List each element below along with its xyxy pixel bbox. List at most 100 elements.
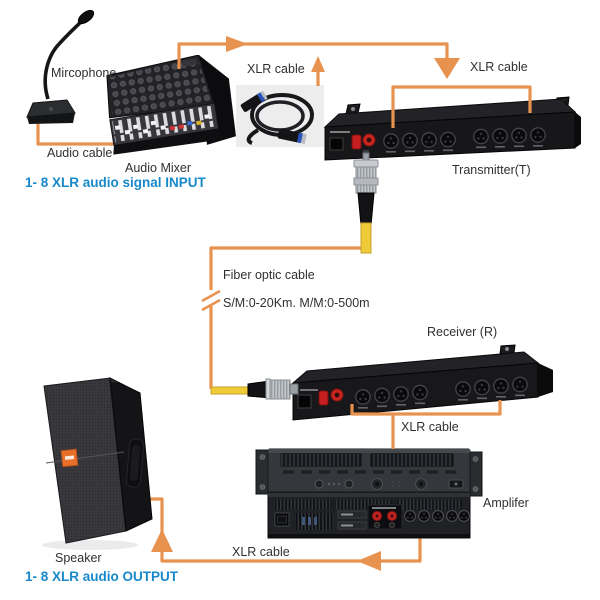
mixer-to-transmitter-line	[177, 42, 449, 69]
power-inlet-core	[277, 515, 287, 524]
connector-blue	[302, 517, 305, 525]
fiber-cable-yellow	[360, 222, 372, 254]
label-plate-text	[341, 513, 353, 516]
microphone-image	[26, 9, 95, 124]
amp-knob	[314, 479, 324, 489]
connector-knurl	[270, 380, 290, 399]
fiber-break-ticks	[201, 289, 221, 312]
microphone-label: Mircophone	[51, 66, 117, 80]
speaker-side-handle-inner	[129, 445, 141, 481]
amp-led	[398, 485, 400, 487]
input-note: 1- 8 XLR audio signal INPUT	[25, 175, 206, 190]
amp-led	[332, 482, 336, 486]
audio-mixer-label: Audio Mixer	[125, 161, 191, 175]
binding-post-black	[388, 521, 396, 529]
rack-screw	[472, 486, 479, 492]
ferrule	[289, 383, 299, 395]
mixer-front-edge	[113, 128, 223, 155]
xlr-cable-label-amp-speaker: XLR cable	[232, 545, 290, 559]
rack-ear-hole	[351, 107, 355, 111]
power-switch	[318, 390, 329, 406]
amp-rear-bottom-band	[268, 534, 470, 538]
arrow-down-into-transmitter	[434, 58, 460, 79]
xlr-cable-label-transmitter: XLR cable	[470, 60, 528, 74]
amplifier-label: Amplifer	[483, 496, 529, 510]
speaker-seam-line	[45, 451, 125, 464]
xlr-connector-a	[240, 90, 268, 112]
fiber-optic-line	[209, 246, 366, 290]
arrow-up-xlr-photo	[311, 56, 325, 72]
receiver-side-face	[538, 363, 553, 397]
xlr-connector-b	[277, 128, 307, 144]
rack-screw	[472, 456, 479, 462]
transmitter-side-face	[575, 112, 581, 148]
connector-nut	[353, 177, 379, 186]
mixer-fader-caps	[114, 114, 210, 135]
binding-post-hole	[390, 514, 394, 518]
panel-print	[300, 389, 318, 391]
arrow-right-on-top-line	[226, 36, 248, 52]
power-button-dot	[454, 482, 458, 486]
mic-base-front	[27, 113, 75, 124]
xlr-cable-label-photo: XLR cable	[247, 62, 305, 76]
amp-led	[392, 485, 394, 487]
vent-grille-bars	[371, 454, 453, 466]
transmitter-input-bracket	[391, 85, 532, 128]
ferrule-tip	[363, 150, 369, 154]
mic-capsule	[77, 9, 95, 25]
power-switch	[351, 134, 362, 150]
binding-post-marks	[372, 507, 396, 509]
fiber-port-core	[334, 392, 340, 398]
amplifier-front-image	[255, 448, 483, 497]
amp-button-dot	[419, 482, 423, 486]
power-inlet	[329, 137, 344, 151]
receiver-image	[291, 344, 553, 421]
label-plate-text	[341, 524, 353, 527]
amp-to-speaker-line	[146, 497, 422, 563]
transmitter-label: Transmitter(T)	[452, 163, 531, 177]
mixer-knob-grid	[109, 57, 212, 116]
speaker-front-edge	[109, 377, 127, 532]
speaker-image	[42, 377, 153, 550]
audio-cable-label: Audio cable	[47, 146, 113, 160]
fiber-spec-label: S/M:0-20Km. M/M:0-500m	[223, 296, 370, 310]
vent-break	[330, 499, 336, 510]
audio-cable-line	[36, 120, 122, 146]
connector-blue	[308, 517, 311, 525]
amp-front-top-band	[268, 449, 470, 453]
arrow-up-into-speaker	[151, 529, 173, 552]
fiber-port-core	[366, 137, 372, 143]
output-note: 1- 8 XLR audio OUTPUT	[25, 569, 179, 584]
audio-mixer-image	[106, 55, 236, 155]
rack-ear-hole	[505, 347, 509, 351]
mixer-fader-slots	[112, 105, 215, 143]
connector-blue	[314, 517, 317, 525]
amp-led	[337, 482, 341, 486]
binding-post-black	[373, 521, 381, 529]
amp-button-dot	[375, 482, 379, 486]
amplifier-rear-image	[267, 492, 471, 539]
vent-grille-bars	[281, 454, 361, 466]
cable-tail	[246, 128, 260, 145]
amp-knob	[344, 479, 354, 489]
amp-led	[327, 482, 331, 486]
binding-post-hole	[375, 514, 379, 518]
mic-base-button	[49, 107, 53, 111]
xlr-cable-photo	[236, 85, 324, 147]
receiver-label: Receiver (R)	[427, 325, 498, 339]
amp-led	[398, 481, 400, 483]
mixer-display	[181, 58, 198, 67]
amp-led	[392, 481, 394, 483]
panel-print	[330, 131, 350, 133]
speaker-label: Speaker	[55, 551, 102, 565]
amp-rear-top-band	[268, 493, 470, 497]
rack-screw	[259, 454, 266, 460]
power-inlet	[297, 394, 312, 409]
mic-gooseneck	[43, 17, 86, 100]
transmitter-image	[323, 96, 581, 161]
fiber-connector-transmitter	[353, 150, 379, 254]
xlr-cable-label-receiver-amp: XLR cable	[401, 420, 459, 434]
